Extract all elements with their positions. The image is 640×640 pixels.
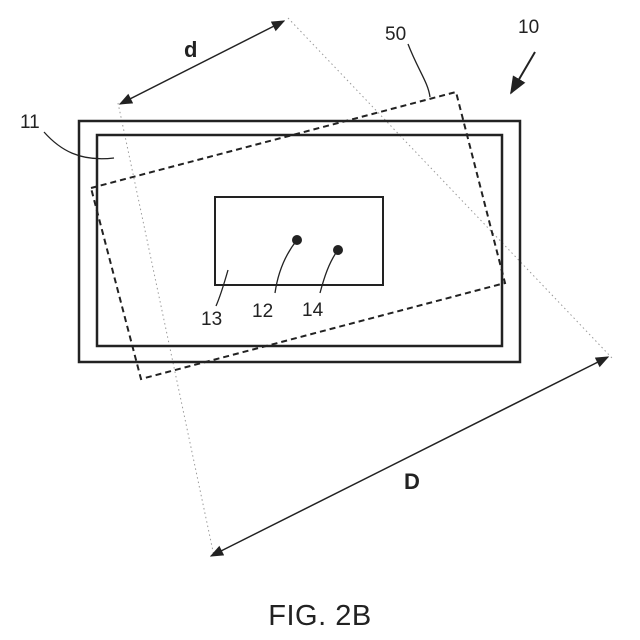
extension-line-left	[118, 103, 214, 556]
leader-lines	[44, 44, 430, 306]
label-11: 11	[20, 112, 40, 133]
label-D: D	[404, 469, 420, 494]
label-d: d	[184, 37, 197, 62]
label-50: 50	[385, 24, 406, 45]
extension-line-right	[288, 18, 612, 358]
label-12: 12	[252, 301, 273, 322]
leader-13	[216, 270, 228, 306]
figure-caption: FIG. 2B	[268, 600, 371, 632]
label-14: 14	[302, 300, 324, 321]
label-10: 10	[518, 17, 539, 38]
dimension-arrow-D	[211, 357, 608, 556]
dimension-arrow-d	[120, 21, 284, 104]
label-13: 13	[201, 309, 222, 330]
arrow-10	[511, 52, 535, 93]
leader-14	[320, 250, 338, 293]
leader-50	[408, 44, 430, 97]
extension-lines	[118, 18, 612, 556]
